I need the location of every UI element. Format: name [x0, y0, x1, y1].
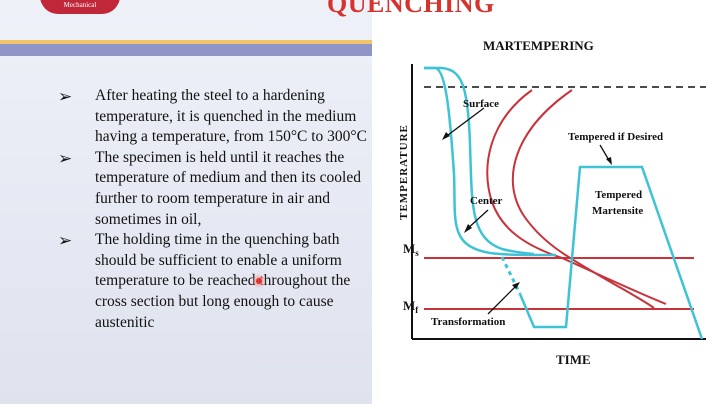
center-arrowhead-icon [464, 224, 472, 233]
mf-symbol: M [403, 298, 416, 313]
mf-subscript: f [415, 305, 419, 315]
x-axis-label: TIME [556, 352, 591, 367]
tempered-if-desired-label: Tempered if Desired [568, 131, 664, 143]
mf-label: Mf [403, 298, 418, 315]
transformation-arrowhead-icon [512, 282, 520, 289]
list-item: ➢ After heating the steel to a hardening… [58, 86, 376, 148]
diagram-canvas [411, 64, 706, 340]
slide-title: QUENCHING [327, 0, 495, 18]
laser-pointer-dot [256, 278, 262, 284]
surface-cooling-curve [424, 66, 535, 256]
ms-label: Ms [403, 241, 419, 258]
bullet-text: After heating the steel to a hardening t… [95, 87, 367, 146]
arrow-bullet-icon: ➢ [58, 87, 73, 107]
logo: Mechanical [40, 0, 120, 14]
transformation-dashed-path [500, 256, 522, 295]
tempered-arrowhead-icon [606, 157, 612, 165]
transformation-label: Transformation [431, 316, 506, 328]
arrow-bullet-icon: ➢ [58, 148, 73, 169]
y-axis-label: TEMPERATURE [397, 124, 410, 220]
center-label: Center [470, 195, 503, 207]
bullet-text: The specimen is held until it reaches th… [95, 148, 361, 228]
bullet-text: The holding time in the quenching bath s… [95, 231, 351, 331]
transformation-end-curve-upper [511, 89, 591, 271]
ms-subscript: s [415, 248, 419, 258]
surface-label: Surface [463, 98, 500, 110]
ms-symbol: M [403, 241, 416, 256]
transformation-pointer-arrow [487, 283, 519, 315]
list-item: ➢ The holding time in the quenching bath… [58, 230, 376, 333]
transformation-end-curve-lower [589, 269, 655, 309]
header-accent-line [0, 40, 372, 44]
martempering-diagram: MARTEMPERING TEMPERATURE TIME Ms Mf Surf… [384, 34, 714, 370]
tempered-martensite-label-line2: Martensite [592, 205, 644, 217]
center-cooling-curve [424, 66, 535, 257]
tempering-cycle-curve [518, 165, 704, 340]
transformation-start-curve [486, 89, 667, 305]
list-item: ➢ The specimen is held until it reaches … [58, 148, 376, 230]
surface-arrowhead-icon [442, 132, 450, 140]
header-divider-bar [0, 44, 372, 56]
surface-pointer-arrow [443, 107, 485, 139]
bullet-list: ➢ After heating the steel to a hardening… [58, 86, 376, 333]
left-panel-background [0, 0, 372, 404]
arrow-bullet-icon: ➢ [58, 231, 73, 252]
diagram-title: MARTEMPERING [483, 38, 594, 53]
tempered-martensite-label-line1: Tempered [595, 189, 643, 201]
